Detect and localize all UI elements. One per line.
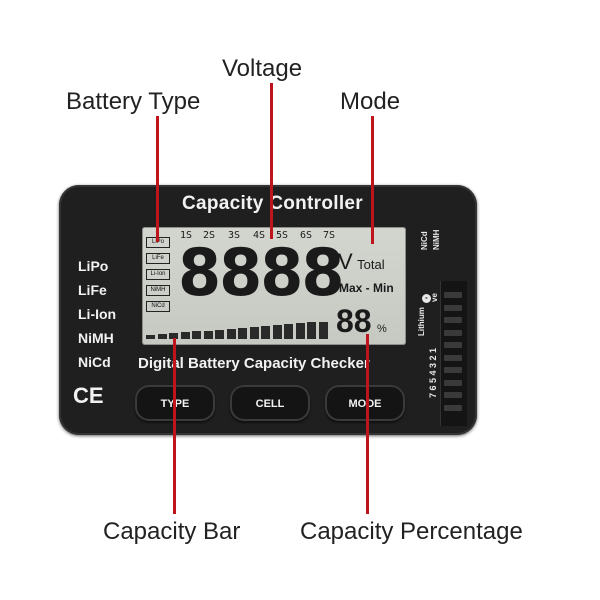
voltage-leader-line	[270, 83, 273, 239]
side-type-nimh: NiMH	[78, 330, 114, 346]
lithium-label: Lithium	[417, 307, 426, 336]
lcd-type-nicd: NiCd	[146, 301, 170, 312]
minus-indicator-icon: -	[422, 294, 431, 303]
mode-leader-line	[371, 116, 374, 244]
lcd-cell-3s: 3S	[228, 230, 241, 241]
mode-button[interactable]: MODE	[325, 385, 405, 421]
connector-pin	[444, 404, 462, 411]
lcd-type-life: LiFe	[146, 253, 170, 264]
capacity-bar-segment	[192, 331, 201, 339]
capacity-bar-segment	[157, 334, 167, 339]
lcd-type-nimh: NiMH	[146, 285, 170, 296]
capacity-bar-segment	[318, 321, 328, 339]
capacity-bar-segment	[215, 329, 224, 339]
side-type-life: LiFe	[78, 282, 107, 298]
side-type-lipo: LiPo	[78, 258, 109, 274]
capacity-bar-segment	[284, 324, 293, 339]
connector-pin	[444, 354, 462, 361]
lcd-unit: V	[338, 249, 353, 274]
cell-button[interactable]: CELL	[230, 385, 310, 421]
lcd-voltage-digits: 8888	[178, 234, 345, 311]
lcd-cell-1s: 1S	[180, 230, 193, 241]
capacity-bar-segment	[203, 330, 213, 339]
lcd-unit-total: V Total	[338, 249, 385, 275]
ce-mark: CE	[73, 383, 104, 408]
capacity-bar-segment	[295, 323, 305, 339]
connector-pin	[444, 317, 462, 323]
lcd-total: Total	[357, 257, 385, 272]
capacity-bar-segment	[146, 335, 155, 339]
lcd-cell-7s: 7S	[323, 230, 336, 241]
mode-callout: Mode	[340, 88, 401, 115]
side-type-nicd: NiCd	[78, 354, 111, 370]
capacity-bar-segment	[238, 327, 247, 339]
capacity-bar-segment	[272, 325, 282, 339]
connector-pin	[444, 329, 462, 336]
side-type-li-ion: Li-Ion	[78, 306, 117, 322]
lcd-percent-value: 88	[336, 303, 372, 339]
ve-label: ve	[430, 293, 439, 302]
nicd-label: NiCd	[420, 231, 429, 250]
connector-pin	[444, 367, 462, 373]
lcd-cell-5s: 5S	[276, 230, 289, 241]
device-bottom-label: Digital Battery Capacity Checker	[138, 355, 370, 372]
battery-type-leader-line	[156, 116, 159, 242]
battery-type-callout: Battery Type	[66, 88, 201, 115]
lcd-cell-4s: 4S	[253, 230, 266, 241]
capacity-bar-leader-line	[173, 338, 176, 514]
capacity-percentage-callout: Capacity Percentage	[300, 518, 523, 545]
voltage-callout: Voltage	[222, 55, 303, 82]
capacity-percentage-leader-line	[366, 334, 369, 514]
capacity-bar-segment	[180, 332, 190, 339]
lcd-cell-2s: 2S	[203, 230, 216, 241]
lcd-type-li-ion: Li-Ion	[146, 269, 170, 280]
pin-numbers: 7 6 5 4 3 2 1	[428, 347, 438, 398]
capacity-bar-segment	[226, 328, 236, 339]
connector-pin	[444, 342, 462, 348]
connector-pin	[444, 304, 462, 311]
capacity-bar-segment	[249, 326, 259, 339]
nimh-label: NiMH	[432, 229, 441, 250]
capacity-bar-segment	[261, 326, 270, 339]
lcd-max-min: Max - Min	[339, 281, 394, 295]
lcd-percent-sign: %	[377, 323, 387, 335]
lcd-cell-6s: 6S	[300, 230, 313, 241]
capacity-bar-segment	[307, 322, 316, 339]
connector-pin	[444, 392, 462, 398]
connector-pin	[444, 292, 462, 298]
connector-pin	[444, 379, 462, 386]
capacity-bar-callout: Capacity Bar	[103, 518, 241, 545]
capacity-bar-segment	[169, 333, 178, 339]
